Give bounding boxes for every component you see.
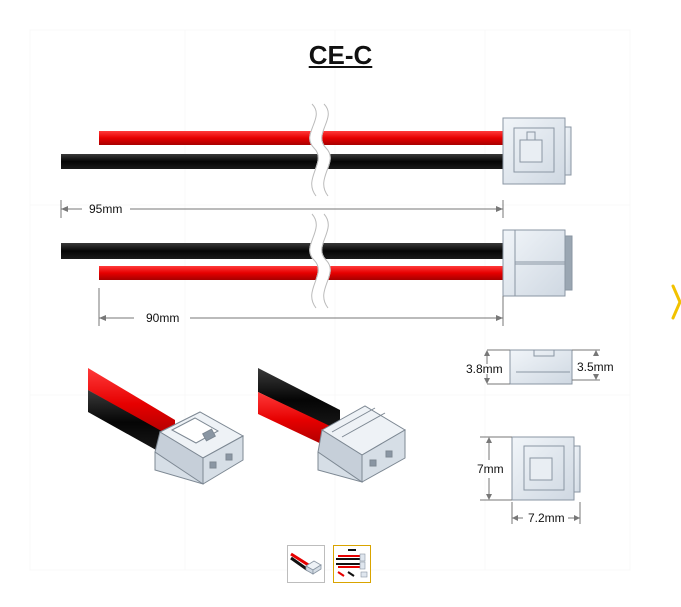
gallery-thumbnail-2[interactable] — [333, 545, 371, 583]
connector-side-view — [502, 117, 572, 185]
dimension-label-3-5mm: 3.5mm — [577, 360, 614, 374]
connector-3d-view-front — [88, 368, 245, 485]
bottom-cable-assembly — [61, 213, 573, 309]
watermark-pattern — [29, 29, 631, 571]
dimension-95mm — [60, 200, 504, 218]
chevron-right-icon[interactable] — [671, 284, 681, 320]
connector-top-view — [502, 229, 573, 297]
black-wire — [61, 243, 503, 259]
front-dimension-view — [480, 436, 581, 524]
product-title: CE-C — [308, 40, 373, 70]
dimension-label-7mm: 7mm — [477, 462, 504, 476]
dimension-label-95mm: 95mm — [89, 202, 122, 216]
black-wire — [61, 154, 503, 169]
dimension-label-90mm: 90mm — [146, 311, 179, 325]
top-cable-assembly — [61, 103, 572, 197]
side-dimension-view — [484, 349, 600, 385]
dimension-label-3-8mm: 3.8mm — [466, 362, 503, 376]
diagram-thumbnail-icon — [336, 549, 368, 578]
dimension-label-7-2mm: 7.2mm — [528, 511, 565, 525]
red-wire — [99, 266, 503, 280]
connector-thumbnail-icon — [290, 552, 322, 575]
gallery-thumbnail-1[interactable] — [287, 545, 325, 583]
dimension-90mm — [98, 288, 504, 326]
connector-3d-view-back — [258, 368, 406, 483]
red-wire — [99, 131, 503, 145]
